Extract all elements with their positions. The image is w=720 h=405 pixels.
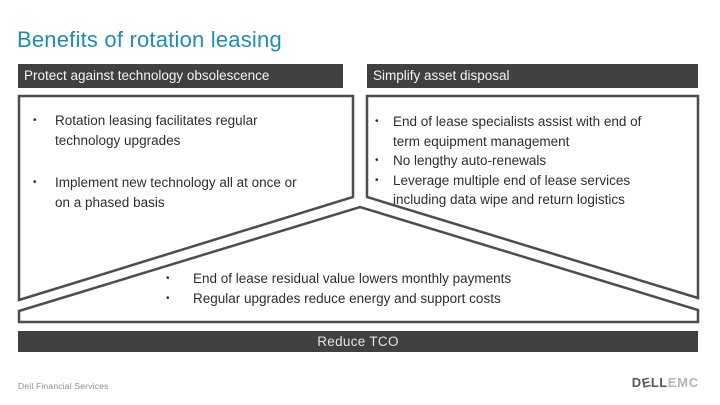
bullet-text: End of lease specialists assist with end…: [393, 114, 642, 149]
left-column-header: Protect against technology obsolescence: [18, 64, 343, 88]
list-item: • No lengthy auto-renewals: [375, 151, 691, 171]
bullet-icon: •: [166, 292, 170, 304]
list-item: • Leverage multiple end of lease service…: [375, 171, 691, 210]
dell-wordmark: DELL: [631, 374, 668, 391]
bullet-icon: •: [375, 155, 379, 166]
bullet-icon: •: [33, 177, 37, 188]
list-item: • Rotation leasing facilitates regular t…: [33, 111, 333, 150]
list-item: • Regular upgrades reduce energy and sup…: [166, 289, 596, 309]
funnel-bullet-list: • End of lease residual value lowers mon…: [166, 269, 596, 308]
list-item: • End of lease residual value lowers mon…: [166, 269, 596, 289]
list-item: • Implement new technology all at once o…: [33, 173, 333, 212]
right-column-header-label: Simplify asset disposal: [373, 68, 510, 83]
bullet-icon: •: [375, 116, 379, 127]
bullet-icon: •: [166, 273, 170, 284]
bottom-funnel-shape: [17, 205, 700, 324]
emc-wordmark: EMC: [667, 375, 699, 390]
list-item: • End of lease specialists assist with e…: [375, 112, 691, 151]
left-column-header-label: Protect against technology obsolescence: [24, 68, 270, 83]
right-column-header: Simplify asset disposal: [367, 64, 698, 88]
right-bullet-list: • End of lease specialists assist with e…: [375, 112, 691, 210]
bullet-text: Rotation leasing facilitates regular tec…: [55, 113, 258, 148]
bullet-text: No lengthy auto-renewals: [393, 153, 547, 168]
bullet-text: Regular upgrades reduce energy and suppo…: [193, 290, 501, 306]
bullet-icon: •: [33, 115, 37, 126]
bullet-text: End of lease residual value lowers month…: [193, 271, 512, 286]
slide-title: Benefits of rotation leasing: [17, 27, 282, 52]
right-box-shape: [365, 94, 700, 300]
left-bullet-list: • Rotation leasing facilitates regular t…: [33, 111, 333, 212]
reduce-tco-banner: Reduce TCO: [18, 331, 698, 352]
bullet-icon: •: [375, 174, 379, 186]
bullet-text: Leverage multiple end of lease services …: [393, 172, 631, 208]
footer-text: Dell Financial Services: [18, 381, 109, 391]
left-box-shape: [17, 94, 355, 302]
dell-emc-logo: DELLEMC: [631, 374, 699, 391]
reduce-tco-label: Reduce TCO: [317, 334, 399, 349]
bullet-text: Implement new technology all at once or …: [55, 175, 297, 210]
